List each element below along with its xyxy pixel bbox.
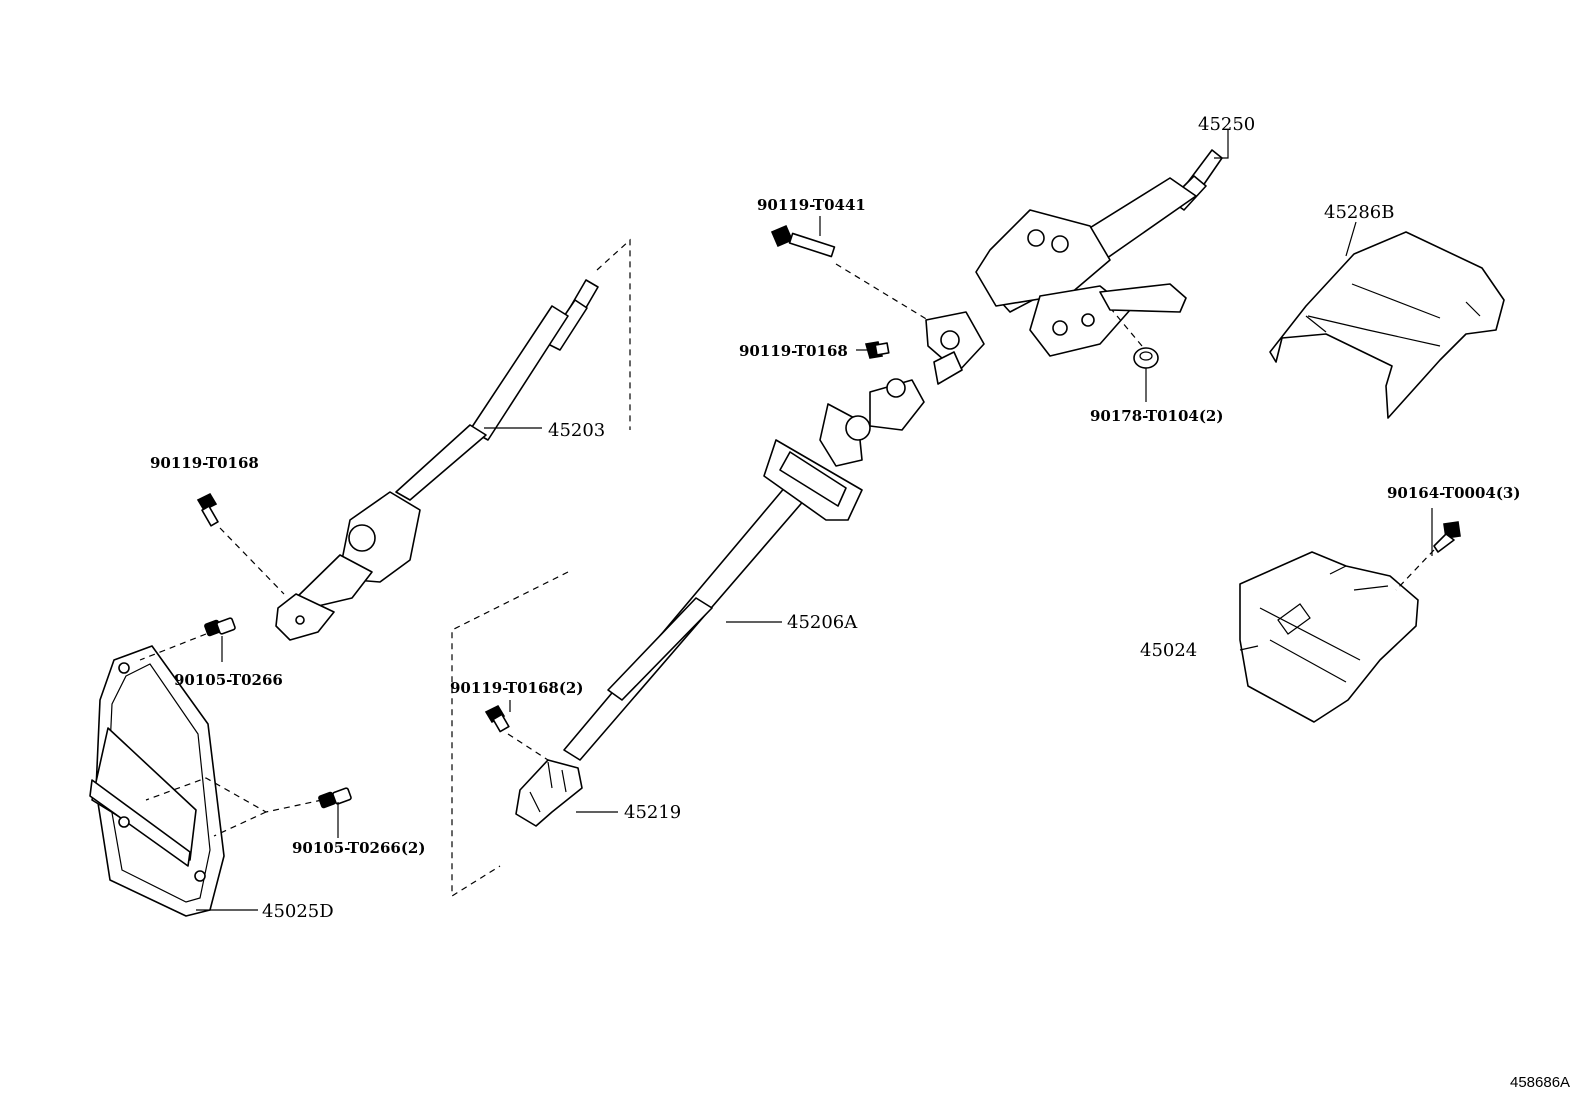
bolt-90105-T0266-2 bbox=[318, 787, 352, 809]
label-45025D: 45025D bbox=[262, 901, 334, 922]
label-45250: 45250 bbox=[1198, 114, 1255, 135]
bolt-90119-T0168-2 bbox=[484, 704, 510, 733]
hole-cover-45025D bbox=[89, 645, 225, 917]
intermediate-shaft-45203 bbox=[275, 279, 599, 641]
label-45203: 45203 bbox=[548, 420, 605, 441]
bolt-90105-T0266 bbox=[204, 617, 236, 637]
label-90119-T0168-2: 90119-T0168(2) bbox=[450, 679, 583, 697]
label-90164-T0004: 90164-T0004(3) bbox=[1387, 484, 1520, 502]
label-90119-T0168-top: 90119-T0168 bbox=[739, 342, 848, 360]
label-45024: 45024 bbox=[1140, 640, 1197, 661]
bolt-90119-T0441 bbox=[770, 224, 836, 258]
intermediate-shaft-45206A bbox=[563, 378, 925, 761]
label-45286B: 45286B bbox=[1324, 202, 1395, 223]
label-90119-T0441: 90119-T0441 bbox=[757, 196, 866, 214]
assembly-guide-45203 bbox=[596, 238, 631, 430]
label-45219: 45219 bbox=[624, 802, 681, 823]
steering-column-45250 bbox=[925, 149, 1223, 385]
reference-code: 458686A bbox=[1510, 1074, 1570, 1091]
label-90105-T0266-2: 90105-T0266(2) bbox=[292, 839, 425, 857]
label-45206A: 45206A bbox=[787, 612, 858, 633]
label-90105-T0266: 90105-T0266 bbox=[174, 671, 283, 689]
label-90119-T0168-left: 90119-T0168 bbox=[150, 454, 259, 472]
screw-90164-T0004 bbox=[1433, 521, 1461, 553]
label-90178-T0104: 90178-T0104(2) bbox=[1090, 407, 1223, 425]
bolt-90119-T0168-top bbox=[864, 341, 890, 359]
nut-90178-T0104 bbox=[1133, 347, 1159, 369]
assembly-guide-45206A bbox=[451, 571, 569, 898]
upper-cover-45286B bbox=[1269, 231, 1505, 419]
yoke-45219 bbox=[515, 759, 583, 827]
bolt-90119-T0168-left bbox=[196, 492, 219, 527]
lower-cover-45024 bbox=[1239, 551, 1419, 723]
